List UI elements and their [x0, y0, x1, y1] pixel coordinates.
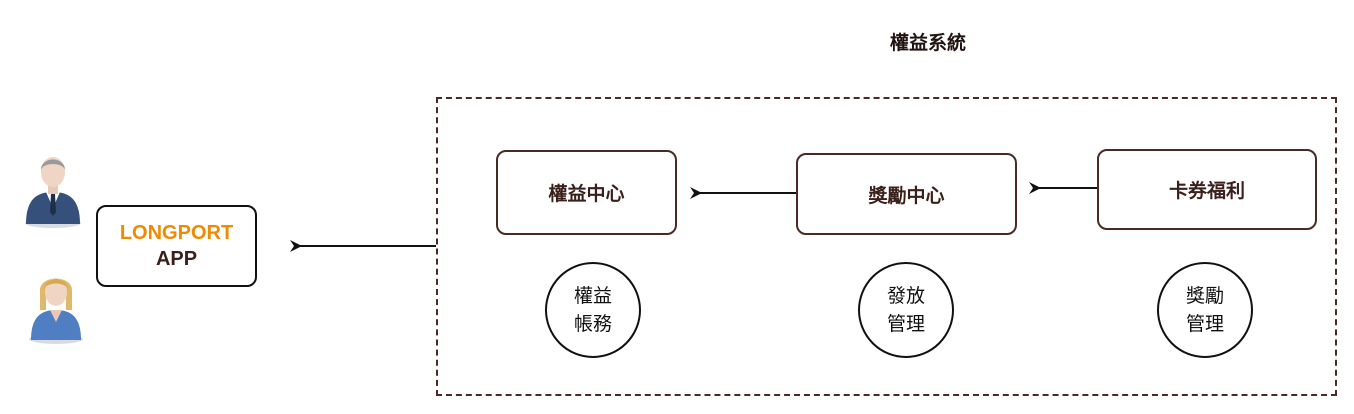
businessman-avatar-icon — [22, 148, 84, 228]
function-line: 帳務 — [573, 313, 612, 335]
module-label: 獎勵中心 — [868, 184, 945, 207]
function-line: 獎勵 — [1185, 285, 1224, 307]
app-name-label: APP — [155, 248, 198, 270]
function-line: 發放 — [886, 285, 925, 307]
module-rights-center: 權益中心 — [496, 150, 677, 235]
module-label: 權益中心 — [548, 183, 625, 205]
module-reward-center: 獎勵中心 — [796, 153, 1017, 235]
app-brand-label: LONGPORT — [119, 222, 234, 244]
function-line: 權益 — [573, 285, 612, 307]
businesswoman-avatar-icon — [26, 266, 86, 344]
function-rights-accounting: 權益 帳務 — [545, 262, 641, 358]
function-line: 管理 — [886, 313, 925, 335]
module-coupon-welfare: 卡券福利 — [1097, 149, 1317, 230]
system-title: 權益系統 — [889, 32, 966, 54]
function-line: 管理 — [1185, 313, 1224, 335]
function-reward-management: 獎勵 管理 — [1157, 262, 1253, 358]
system-boundary — [436, 97, 1337, 396]
longport-app-node: LONGPORT APP — [96, 205, 257, 287]
function-issue-management: 發放 管理 — [858, 262, 954, 358]
module-label: 卡券福利 — [1168, 180, 1245, 202]
